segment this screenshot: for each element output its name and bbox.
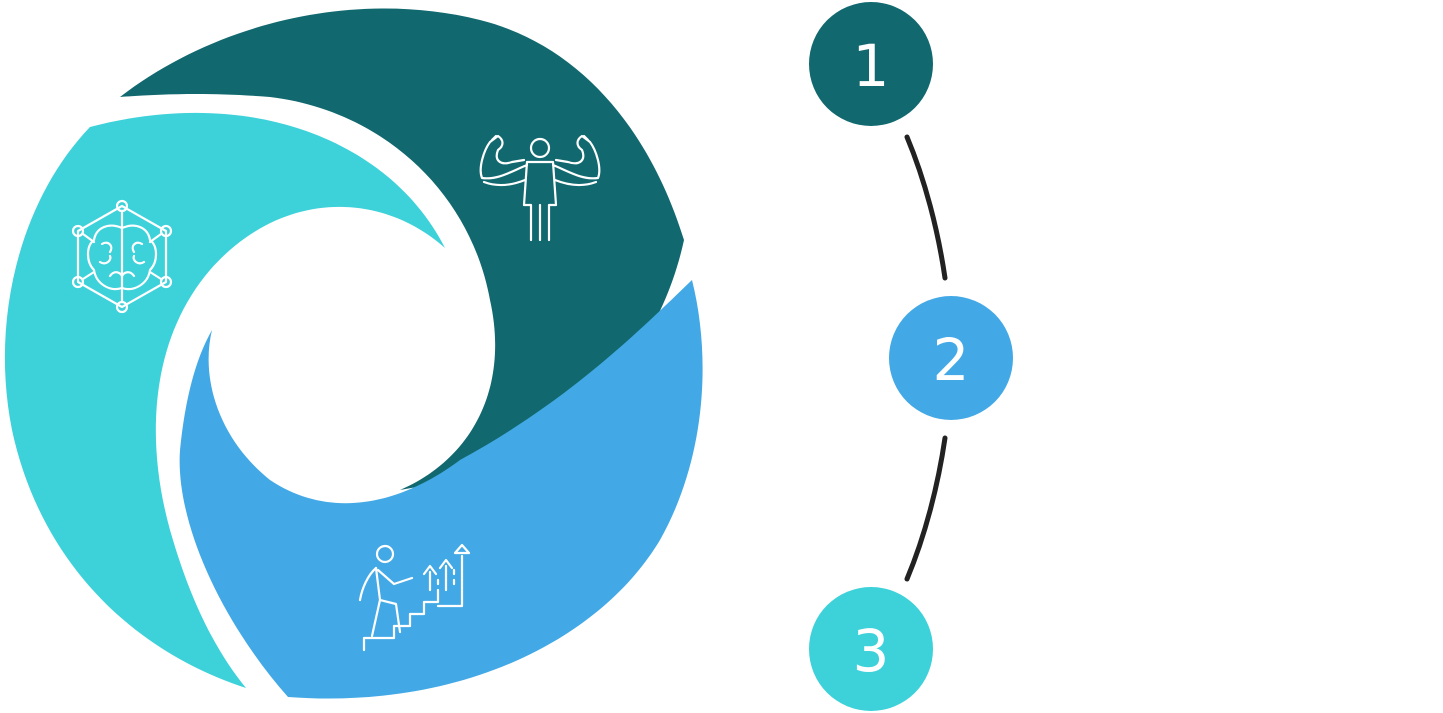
step-marker-1-circle [809, 2, 933, 126]
flexing-strong-person-icon [479, 134, 601, 242]
step-number-3: 3 [853, 617, 890, 685]
step-number-2: 2 [933, 326, 970, 394]
step-number-1: 1 [853, 32, 890, 100]
step-marker-3-circle [809, 587, 933, 711]
person-climbing-stairs-growth-icon [358, 543, 471, 652]
brain-network-icon [71, 199, 173, 314]
step-marker-2-circle [889, 296, 1013, 420]
segment-2-blue [179, 280, 703, 699]
step-marker-3: 3 [809, 587, 933, 711]
connector-1-2 [904, 134, 948, 281]
step-marker-2: 2 [889, 296, 1013, 420]
segment-3-light-teal [4, 112, 445, 689]
segment-1-dark-teal [120, 8, 684, 490]
cycle-segments [4, 8, 703, 699]
step-marker-1: 1 [809, 2, 933, 126]
step-connectors [904, 134, 948, 582]
connector-2-3 [904, 435, 948, 582]
